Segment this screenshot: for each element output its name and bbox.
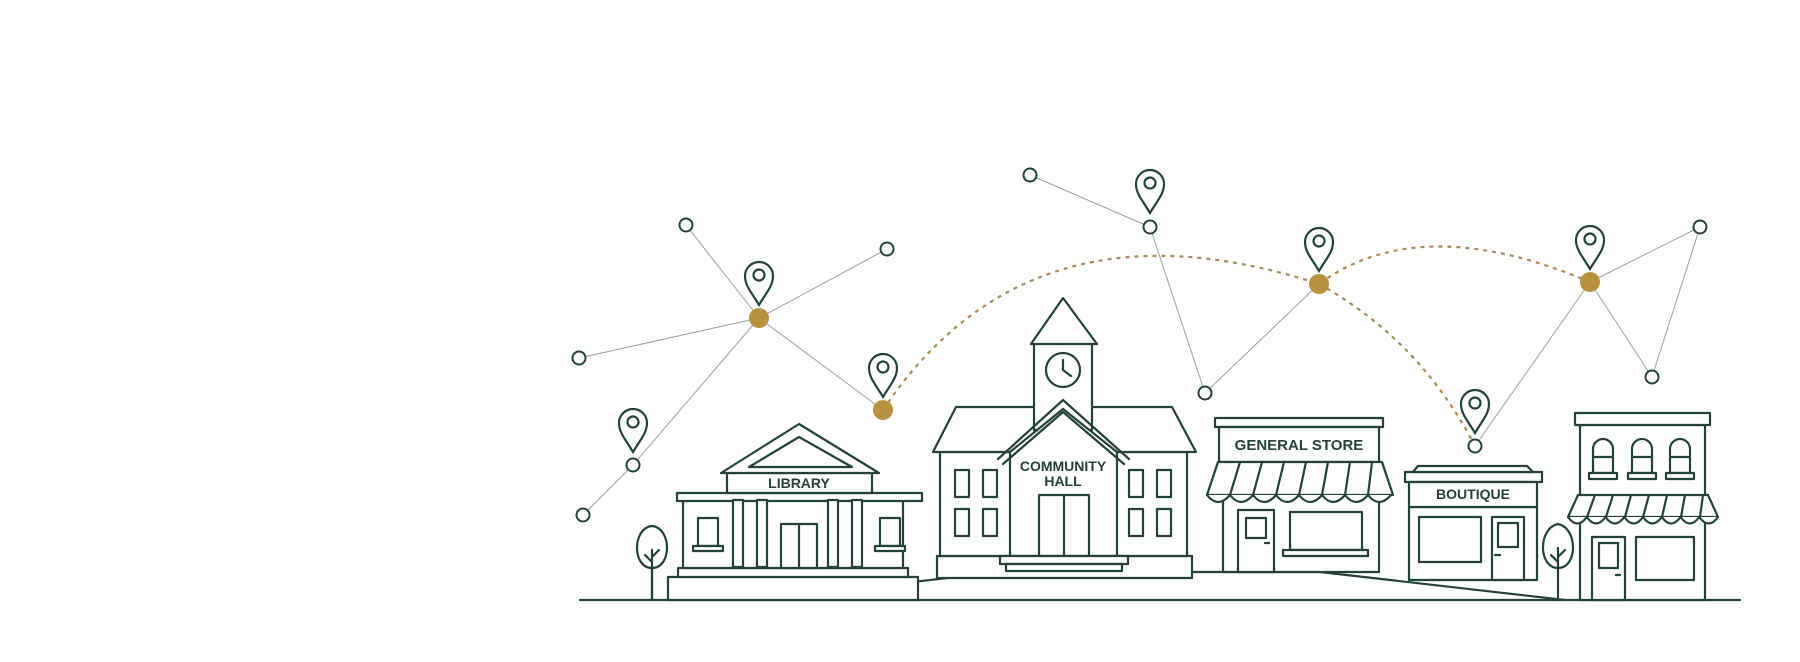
location-pin-icon (867, 352, 899, 399)
library-label: LIBRARY (768, 475, 830, 491)
network-nodes (571, 167, 1708, 523)
community-hall-building: COMMUNITY HALL (931, 296, 1198, 580)
location-pin-icon (1459, 388, 1491, 435)
general-store-building: GENERAL STORE (1205, 416, 1395, 574)
network-lines (578, 174, 1701, 516)
boutique-label: BOUTIQUE (1436, 486, 1510, 502)
location-pin-icon (1303, 226, 1335, 273)
community-hall-label-line1: COMMUNITY (1020, 458, 1107, 474)
location-pin-icon (1134, 168, 1166, 215)
location-pin-icon (617, 407, 649, 454)
route-stops (749, 272, 1600, 420)
location-pin-icon (1574, 224, 1606, 271)
boutique-building: BOUTIQUE (1403, 464, 1544, 582)
general-store-label: GENERAL STORE (1235, 437, 1364, 454)
community-hall-label-line2: HALL (1044, 473, 1082, 489)
library-building: LIBRARY (666, 422, 924, 602)
tree-icon (636, 524, 668, 602)
route-path-branch (1318, 283, 1476, 447)
tree-icon (1542, 522, 1574, 602)
shop-building (1566, 411, 1720, 602)
location-pin-icon (743, 260, 775, 307)
route-path (882, 245, 1591, 411)
